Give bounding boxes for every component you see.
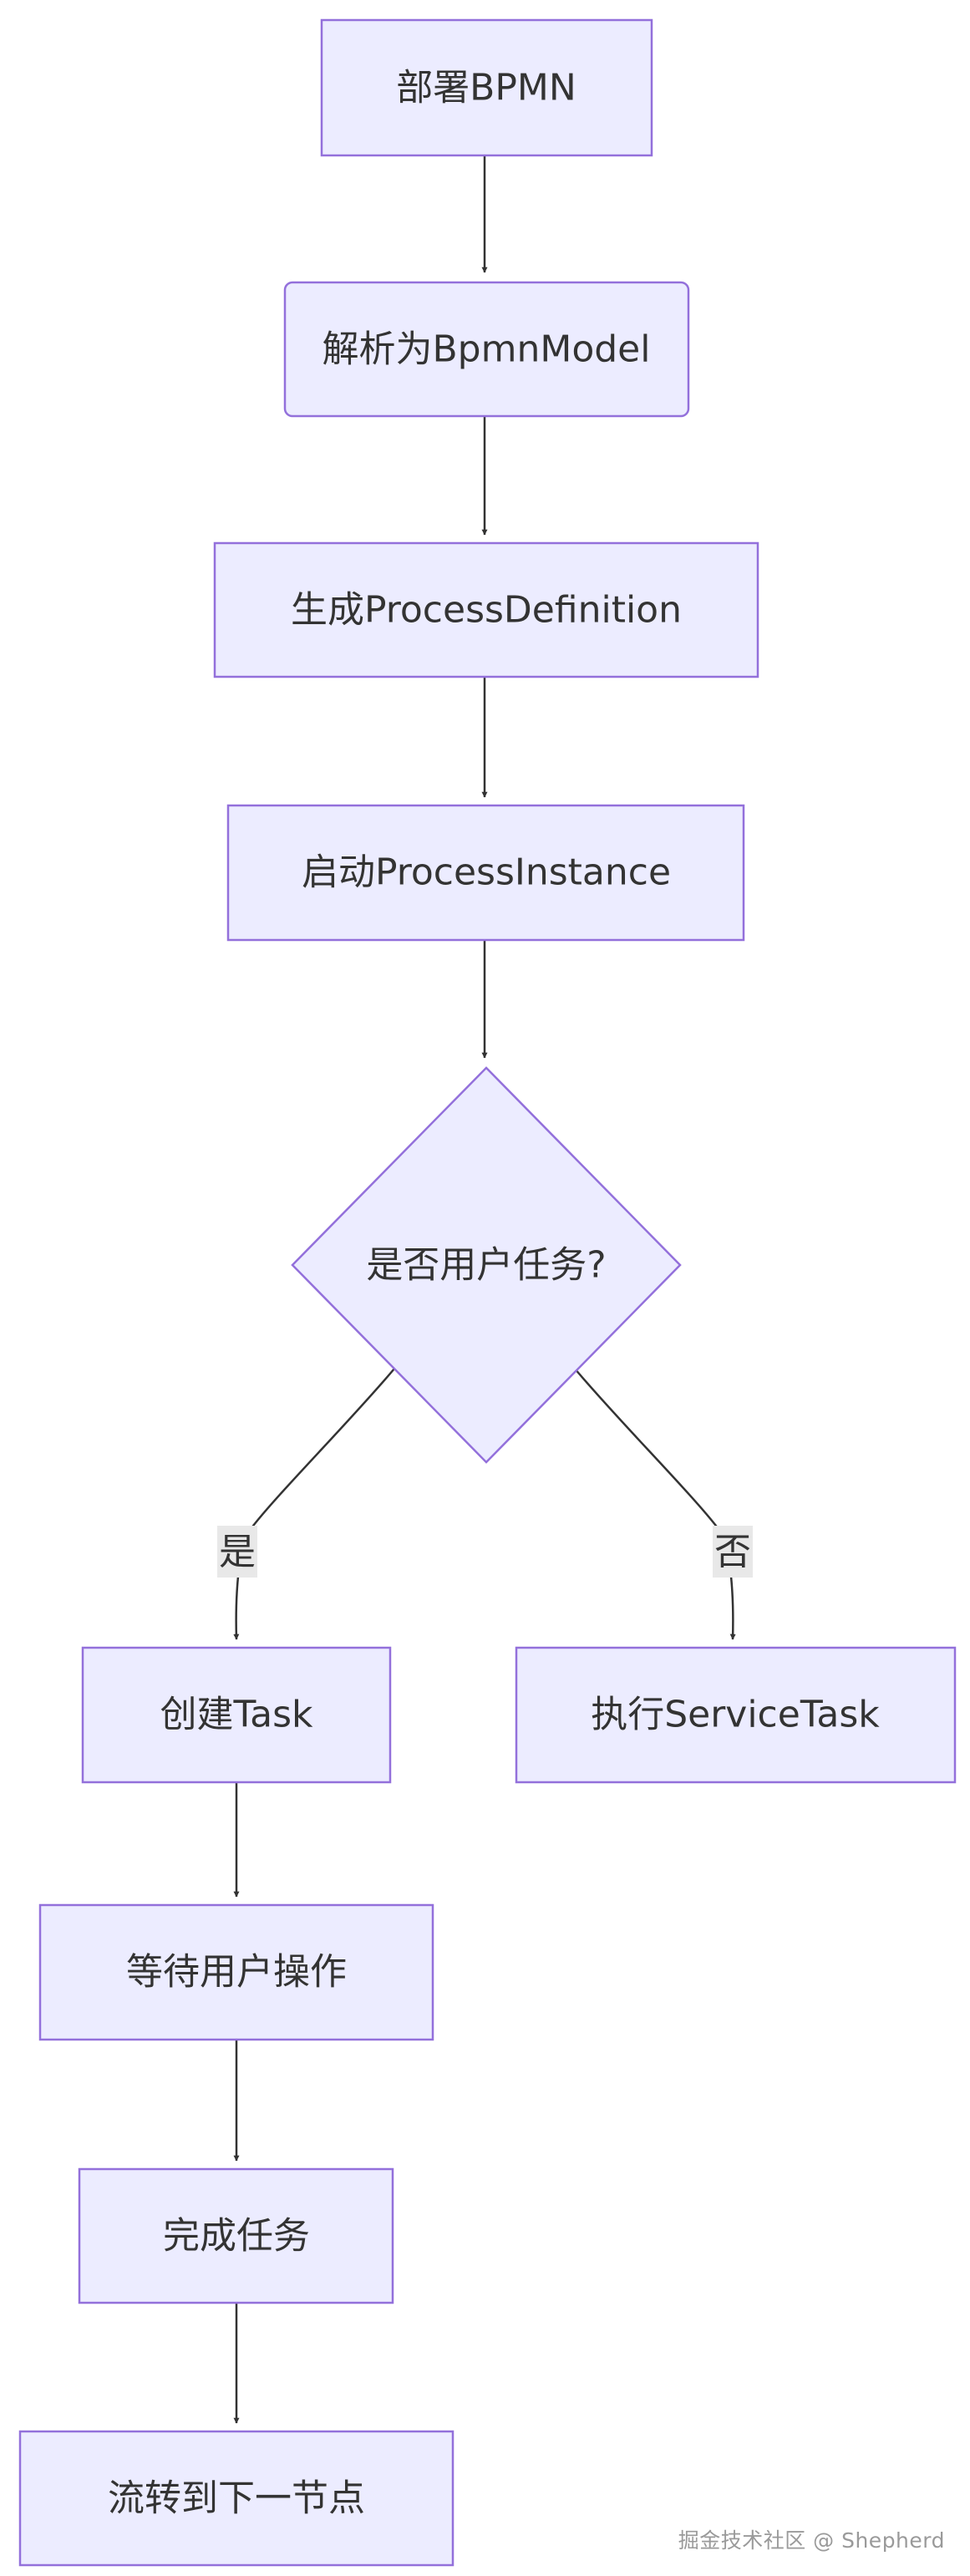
node-wait-user-action: 等待用户操作	[38, 1903, 434, 2041]
edge-label-no-text: 否	[714, 1531, 751, 1573]
watermark: 掘金技术社区 @ Shepherd	[678, 2528, 945, 2553]
node-start-process-instance: 启动ProcessInstance	[226, 804, 745, 942]
node-execute-service-task: 执行ServiceTask	[515, 1646, 957, 1784]
node-flow-to-next-node: 流转到下一节点	[18, 2430, 455, 2567]
node-create-task: 创建Task	[81, 1646, 392, 1784]
node-parse-bpmnmodel-label: 解析为BpmnModel	[322, 328, 651, 371]
node-generate-process-definition: 生成ProcessDefinition	[213, 541, 759, 678]
edge-label-no: 否	[713, 1526, 753, 1578]
node-parse-bpmnmodel: 解析为BpmnModel	[283, 281, 690, 418]
node-complete-task: 完成任务	[78, 2167, 394, 2304]
edge-decision-to-service-task	[574, 1368, 736, 1640]
node-complete-task-label: 完成任务	[163, 2215, 310, 2258]
edge-decision-to-create-task	[233, 1368, 395, 1640]
node-generate-process-definition-label: 生成ProcessDefinition	[291, 589, 682, 632]
edges	[233, 155, 736, 2424]
node-deploy-bpmn-label: 部署BPMN	[396, 67, 576, 109]
node-is-user-task-decision: 是否用户任务?	[291, 1066, 682, 1464]
node-is-user-task-decision-label: 是否用户任务?	[366, 1244, 606, 1287]
edge-label-no-bg	[713, 1526, 753, 1578]
node-execute-service-task-label: 执行ServiceTask	[591, 1694, 880, 1736]
node-flow-to-next-node-label: 流转到下一节点	[108, 2477, 365, 2520]
node-wait-user-action-label: 等待用户操作	[126, 1951, 347, 1994]
edge-label-yes-bg	[217, 1526, 257, 1578]
node-create-task-label: 创建Task	[160, 1694, 313, 1736]
edge-label-yes-text: 是	[219, 1531, 256, 1573]
node-start-process-instance-label: 启动ProcessInstance	[302, 851, 671, 894]
node-deploy-bpmn: 部署BPMN	[320, 18, 653, 157]
edge-label-yes: 是	[217, 1526, 257, 1578]
